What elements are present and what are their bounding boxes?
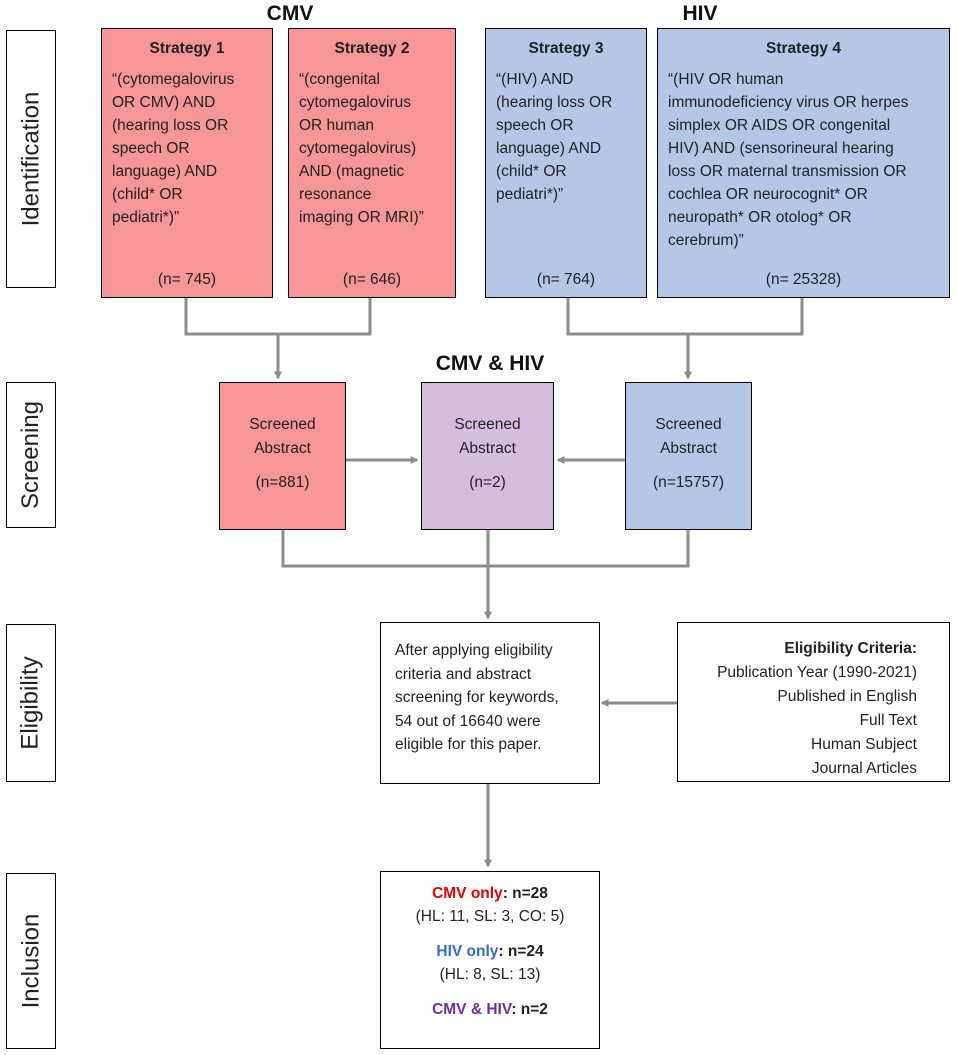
- strategy-count: (n= 25328): [765, 271, 842, 288]
- inclusion-hiv-count: : n=24: [498, 943, 544, 960]
- strategy-title: Strategy 2: [334, 40, 410, 57]
- strategy-2-box: Strategy 2 “(congenital cytomegalovirus …: [288, 28, 456, 298]
- eligibility-summary-box: After applying eligibility criteria and …: [380, 622, 600, 784]
- strategy-title: Strategy 3: [528, 40, 604, 57]
- strategy-query: “(HIV OR human immunodeficiency virus OR…: [668, 71, 909, 249]
- strategy-3-box: Strategy 3 “(HIV) AND (hearing loss OR s…: [485, 28, 647, 298]
- strategy-title: Strategy 4: [766, 40, 841, 57]
- inclusion-hiv-label: HIV only: [436, 943, 499, 960]
- strategy-title: Strategy 1: [149, 40, 225, 57]
- screening-label-line2: Abstract: [459, 440, 516, 457]
- stage-identification: Identification: [6, 30, 56, 288]
- screening-both-box: Screened Abstract (n=2): [421, 382, 554, 530]
- inclusion-hiv-detail: (HL: 8, SL: 13): [439, 966, 541, 983]
- group-title-hiv: HIV: [682, 2, 718, 25]
- connector-hiv-strategies: [566, 298, 804, 336]
- screening-label-line2: Abstract: [254, 440, 311, 457]
- criteria-title: Eligibility Criteria:: [784, 640, 917, 657]
- screening-count: (n=881): [255, 474, 310, 491]
- screening-label-line2: Abstract: [660, 440, 717, 457]
- inclusion-cmv-detail: (HL: 11, SL: 3, CO: 5): [415, 908, 565, 925]
- inclusion-both-count: : n=2: [511, 1001, 548, 1018]
- criteria-item: Publication Year (1990-2021): [717, 664, 917, 681]
- criteria-item: Journal Articles: [811, 760, 917, 777]
- group-title-cmv-hiv: CMV & HIV: [435, 352, 545, 375]
- criteria-item: Full Text: [859, 712, 917, 729]
- inclusion-both-label: CMV & HIV: [432, 1001, 512, 1018]
- inclusion-box: CMV only: n=28 (HL: 11, SL: 3, CO: 5) HI…: [380, 871, 600, 1049]
- strategy-count: (n= 646): [342, 271, 402, 288]
- criteria-item: Human Subject: [811, 736, 917, 753]
- strategy-count: (n= 745): [157, 271, 217, 288]
- strategy-1-box: Strategy 1 “(cytomegalovirus OR CMV) AND…: [101, 28, 273, 298]
- stage-screening: Screening: [6, 382, 56, 528]
- screening-count: (n=2): [469, 474, 506, 491]
- screening-label-line1: Screened: [249, 416, 316, 433]
- group-title-cmv: CMV: [266, 2, 314, 25]
- criteria-item: Published in English: [777, 688, 917, 705]
- strategy-query: “(HIV) AND (hearing loss OR speech OR la…: [496, 71, 613, 203]
- screening-cmv-box: Screened Abstract (n=881): [219, 382, 346, 530]
- strategy-count: (n= 764): [536, 271, 596, 288]
- inclusion-cmv-count: : n=28: [502, 885, 548, 902]
- connector-cmv-strategies: [184, 298, 372, 336]
- strategy-query: “(congenital cytomegalovirus OR human cy…: [299, 71, 424, 226]
- screening-hiv-box: Screened Abstract (n=15757): [625, 382, 752, 530]
- screening-label-line1: Screened: [655, 416, 722, 433]
- inclusion-cmv-label: CMV only: [432, 885, 503, 902]
- strategy-query: “(cytomegalovirus OR CMV) AND (hearing l…: [112, 71, 235, 226]
- connector-screening-merge: [281, 530, 690, 568]
- inclusion-hiv-row: HIV only: n=24: [381, 940, 599, 963]
- screening-label-line1: Screened: [454, 416, 521, 433]
- strategy-4-box: Strategy 4 “(HIV OR human immunodeficien…: [657, 28, 950, 298]
- eligibility-criteria-box: Eligibility Criteria: Publication Year (…: [677, 622, 950, 782]
- stage-inclusion: Inclusion: [6, 873, 56, 1049]
- screening-count: (n=15757): [652, 474, 725, 491]
- inclusion-cmv-row: CMV only: n=28: [381, 882, 599, 905]
- inclusion-both-row: CMV & HIV: n=2: [381, 998, 599, 1021]
- stage-eligibility: Eligibility: [6, 624, 56, 782]
